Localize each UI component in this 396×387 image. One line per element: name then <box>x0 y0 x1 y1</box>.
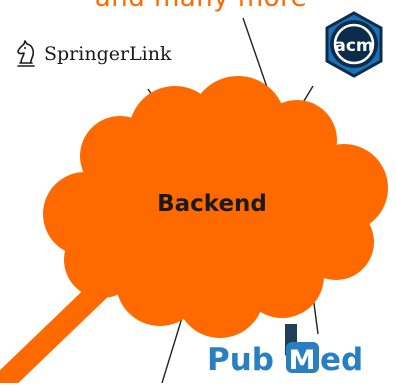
pubmed-pub-text: Pub <box>207 342 274 378</box>
springerlink-text: SpringerLink <box>44 43 172 65</box>
backend-label: Backend <box>157 191 267 217</box>
chess-knight-icon <box>17 40 35 67</box>
pubmed-logo: Pub M ed <box>207 324 363 378</box>
top-caption: and many more <box>0 0 396 13</box>
pubmed-ed-text: ed <box>320 342 363 378</box>
acm-logo: acm <box>325 11 383 78</box>
pubmed-m-box <box>286 342 319 373</box>
connector-line-many <box>242 17 271 97</box>
pubmed-m-text: M <box>289 345 316 376</box>
springerlink-logo: SpringerLink <box>14 38 172 70</box>
backend-cloud <box>43 76 388 338</box>
acm-logo-text: acm <box>334 36 373 56</box>
